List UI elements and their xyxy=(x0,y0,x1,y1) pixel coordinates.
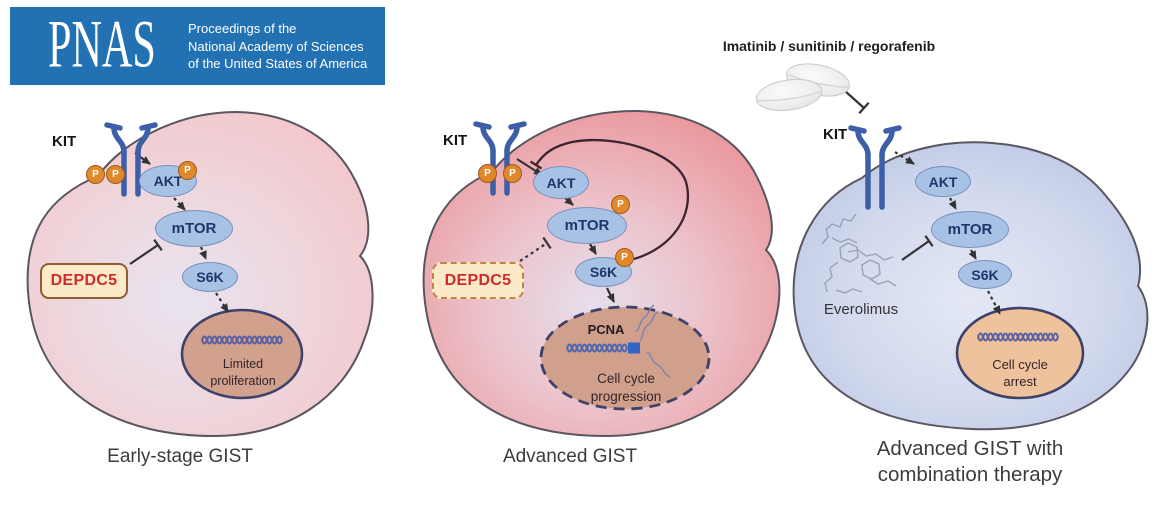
depdc5-box: DEPDC5 xyxy=(40,263,128,299)
arrow-mtor-s6k xyxy=(588,243,597,255)
rna-strand-icon xyxy=(646,351,671,378)
akt-node: AKT xyxy=(533,166,589,199)
depdc5-box: DEPDC5 xyxy=(432,262,524,299)
kit-label: KIT xyxy=(443,132,468,149)
nucleus-text: Limited proliferation xyxy=(210,357,276,388)
arrow-akt-mtor xyxy=(173,197,186,211)
s6k-node: S6K xyxy=(182,262,238,292)
phospho-badge: P xyxy=(86,165,105,184)
inhibition-tbar xyxy=(542,236,552,250)
kit-label: KIT xyxy=(52,133,77,150)
feedback-loop-s6k-kit xyxy=(535,138,689,261)
mtor-node: mTOR xyxy=(155,210,233,247)
nucleus-therapy xyxy=(955,306,1085,400)
pnas-logo: PNAS xyxy=(48,5,156,82)
drug-names-label: Imatinib / sunitinib / regorafenib xyxy=(722,38,936,54)
panel-caption-therapy: Advanced GIST with combination therapy xyxy=(876,437,1064,486)
arrow-s6k-nucleus xyxy=(987,290,1001,315)
s6k-node: S6K xyxy=(958,260,1012,289)
akt-node: AKT xyxy=(915,166,971,197)
phospho-badge: P xyxy=(615,248,634,267)
pnas-banner: PNAS Proceedings of the National Academy… xyxy=(10,7,385,85)
everolimus-label: Everolimus xyxy=(823,301,899,318)
mtor-node: mTOR xyxy=(931,211,1009,248)
phospho-badge: P xyxy=(503,164,522,183)
phospho-badge: P xyxy=(478,164,497,183)
kit-label: KIT xyxy=(823,126,848,143)
inhibition-tbar xyxy=(153,239,163,251)
drug-pills-icon xyxy=(755,63,850,112)
nucleus-text: Cell cycle arrest xyxy=(992,357,1048,389)
nucleus-early-stage xyxy=(180,308,304,400)
mtor-node: mTOR xyxy=(547,207,627,244)
phospho-badge: P xyxy=(178,161,197,180)
panel-caption-advanced: Advanced GIST xyxy=(502,446,638,467)
nucleus-text: Cell cycle progression xyxy=(590,371,662,404)
arrow-akt-mtor xyxy=(948,197,957,210)
inhibition-drugs-kit xyxy=(844,90,865,109)
inhibition-everolimus-mtor xyxy=(901,240,930,261)
inhibition-tbar xyxy=(924,235,934,247)
arrow-mtor-s6k xyxy=(199,246,208,260)
panel-caption-early-stage: Early-stage GIST xyxy=(107,446,253,467)
kit-receptor-icon xyxy=(848,125,902,210)
arrow-s6k-nucleus xyxy=(606,287,615,303)
phospho-badge: P xyxy=(106,165,125,184)
feedback-tbar xyxy=(529,160,543,170)
inhibition-depdc5-mtor xyxy=(129,244,159,265)
rna-strand-icon xyxy=(635,304,655,333)
inhibition-depdc5-mtor-dashed xyxy=(519,242,548,262)
tagline-line-3: of the United States of America xyxy=(188,56,368,71)
dna-icon xyxy=(977,332,1059,342)
tagline-line-2: National Academy of Sciences xyxy=(188,38,364,54)
rna-strand-icon xyxy=(639,311,659,342)
arrow-mtor-s6k xyxy=(968,249,977,260)
inhibition-tbar xyxy=(858,102,870,114)
dna-icon xyxy=(201,335,283,345)
nucleus-advanced xyxy=(539,305,711,411)
everolimus-structure-icon xyxy=(821,213,897,294)
tagline-line-1: Proceedings of the xyxy=(188,21,297,36)
pnas-tagline: Proceedings of the National Academy of S… xyxy=(188,20,367,73)
pcna-label: PCNA xyxy=(587,322,625,337)
phospho-badge: P xyxy=(611,195,630,214)
dna-pcna-icon xyxy=(566,342,640,354)
